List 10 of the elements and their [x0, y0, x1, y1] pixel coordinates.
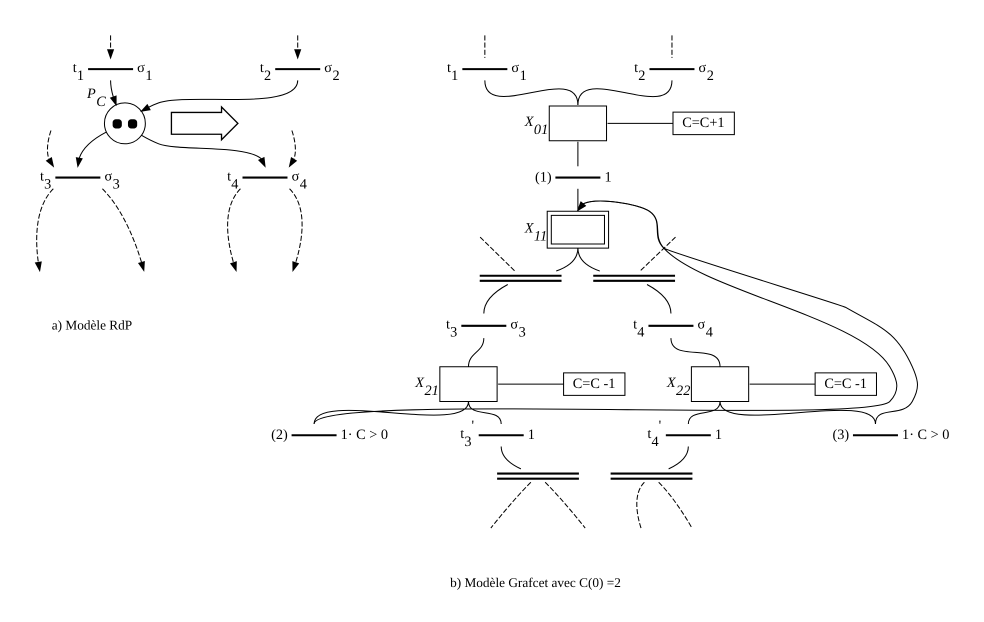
node-label: (2) [271, 426, 288, 443]
label: b) Modèle Grafcet avec C(0) =2 [450, 574, 621, 590]
node-label: (1) [534, 168, 552, 185]
node-label: 1 [604, 168, 612, 185]
node-label: 1 [528, 426, 535, 443]
label: a) Modèle RdP [52, 316, 132, 332]
node-label: 1· C > 0 [902, 426, 950, 443]
node-label: 1· C > 0 [340, 426, 388, 443]
node-label: 1 [714, 426, 722, 443]
node-label: (3) [832, 426, 850, 443]
